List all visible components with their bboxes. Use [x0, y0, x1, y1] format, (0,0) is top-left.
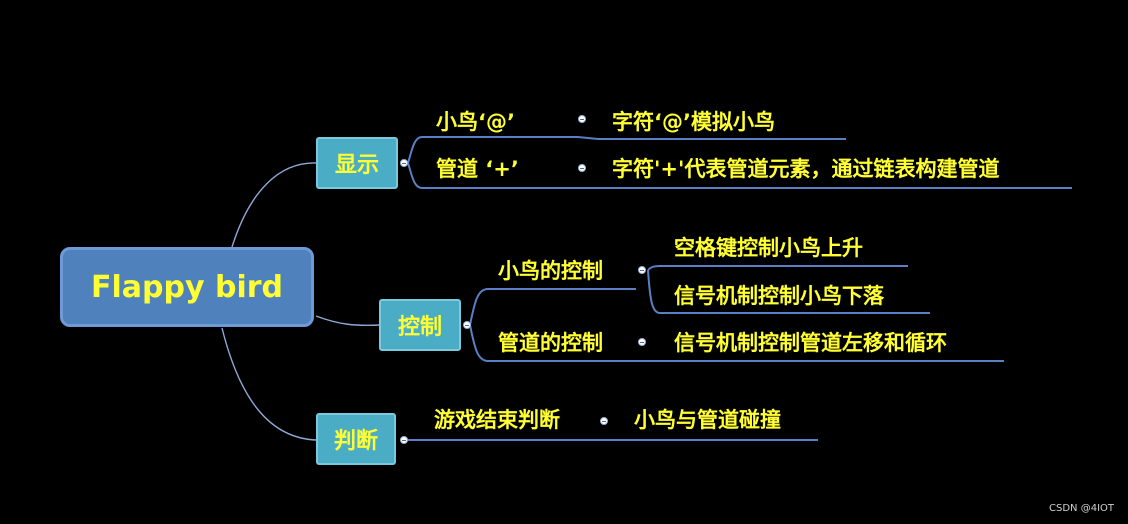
topic-pipe-char-detail[interactable]: 字符'+'代表管道元素，通过链表构建管道 [612, 157, 1000, 181]
category-judge[interactable]: 判断 [316, 413, 396, 465]
connector-root-judge [221, 327, 317, 441]
topic-signal-pipe-move[interactable]: 信号机制控制管道左移和循环 [674, 331, 947, 355]
collapse-toggle-control[interactable] [463, 321, 471, 329]
collapse-toggle-judge[interactable] [400, 436, 408, 444]
connector-bird-signal [647, 269, 930, 314]
topic-bird-control[interactable]: 小鸟的控制 [498, 259, 603, 283]
collapse-toggle-pipe-control[interactable] [638, 338, 646, 346]
topic-collision[interactable]: 小鸟与管道碰撞 [634, 408, 781, 432]
connector-display-bird [407, 136, 578, 164]
connector-root-display [231, 162, 317, 248]
collapse-toggle-pipe-display[interactable] [578, 164, 586, 172]
topic-bird-char-detail[interactable]: 字符‘@’模拟小鸟 [612, 110, 775, 134]
collapse-toggle-display[interactable] [400, 159, 408, 167]
root-node[interactable]: Flappy bird [60, 247, 314, 327]
category-display[interactable]: 显示 [316, 137, 398, 189]
connector-bird-space [647, 265, 908, 271]
watermark: CSDN @4IOT [1049, 503, 1114, 514]
collapse-toggle-bird-control[interactable] [638, 266, 646, 274]
collapse-toggle-gameover[interactable] [600, 417, 608, 425]
connector-control-bird [469, 288, 636, 326]
collapse-toggle-bird-display[interactable] [578, 115, 586, 123]
topic-pipe-char[interactable]: 管道 ‘+’ [436, 157, 519, 181]
topic-space-key-rise[interactable]: 空格键控制小鸟上升 [674, 236, 863, 260]
connector-root-control [315, 315, 381, 327]
topic-bird-char[interactable]: 小鸟‘@’ [436, 110, 515, 134]
topic-signal-bird-fall[interactable]: 信号机制控制小鸟下落 [674, 284, 884, 308]
connector-control-pipe [469, 324, 636, 362]
category-control[interactable]: 控制 [379, 299, 461, 351]
topic-game-over[interactable]: 游戏结束判断 [434, 408, 560, 432]
topic-pipe-control[interactable]: 管道的控制 [498, 331, 603, 355]
connector-display-pipe [407, 162, 590, 189]
